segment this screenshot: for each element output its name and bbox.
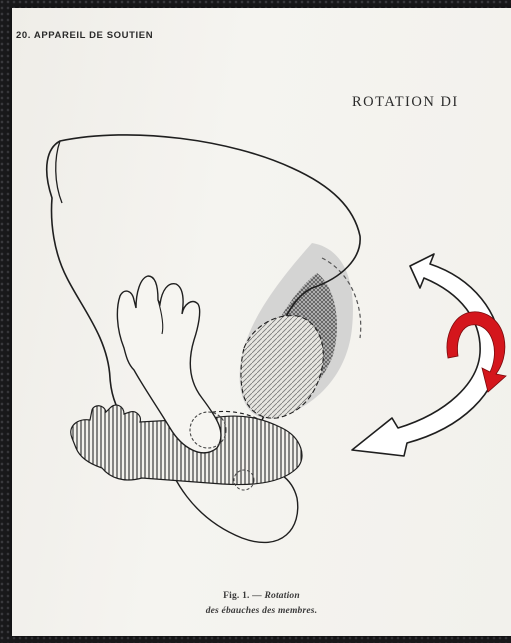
caption-emphasis: Rotation	[264, 591, 299, 601]
figure-caption-line1: Fig. 1. — Rotation	[12, 591, 511, 601]
limb-rotation-figure	[12, 8, 511, 636]
rotation-arrow-white-icon	[352, 254, 500, 456]
book-page: 20. APPAREIL DE SOUTIEN ROTATION DI	[12, 8, 511, 636]
caption-prefix: Fig. 1. —	[223, 591, 264, 601]
head-inner-curve	[56, 141, 62, 203]
figure-caption-line2: des ébauches des membres.	[12, 606, 511, 616]
